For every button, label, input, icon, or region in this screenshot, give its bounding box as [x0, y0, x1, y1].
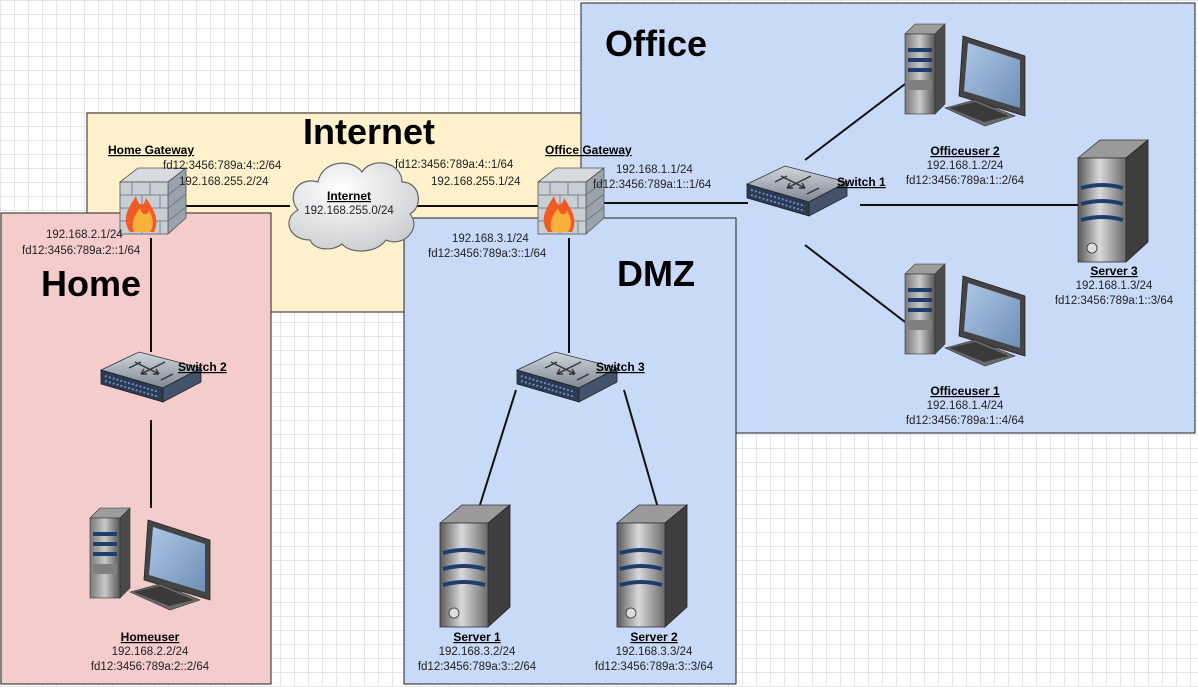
officeuser2-label: Officeuser 2 — [930, 144, 1000, 158]
server1-ipv4: 192.168.3.2/24 — [439, 646, 516, 658]
link-switch1-officeuser2 — [804, 83, 906, 161]
server1-server-icon — [438, 503, 512, 629]
officeuser2-ipv4: 192.168.1.2/24 — [927, 160, 1004, 172]
server2-ipv6: fd12:3456:789a:3::3/64 — [595, 661, 714, 673]
home-gateway-wan-ipv4: 192.168.255.2/24 — [179, 176, 269, 188]
link-switch3-server1 — [478, 389, 517, 509]
home-gateway-lan-ipv6: fd12:3456:789a:2::1/64 — [22, 245, 141, 257]
homeuser-ipv4: 192.168.2.2/24 — [112, 646, 189, 658]
server3-server-icon — [1076, 138, 1150, 264]
link-switch3-server2 — [623, 389, 659, 509]
office-gateway-office-ipv4: 192.168.1.1/24 — [616, 164, 693, 176]
home-gateway-label: Home Gateway — [108, 143, 194, 157]
server1-ipv6: fd12:3456:789a:3::2/64 — [418, 661, 537, 673]
office-gateway-label: Office Gateway — [545, 143, 632, 157]
office-gateway-firewall-icon — [537, 167, 605, 235]
switch3-label: Switch 3 — [596, 360, 645, 374]
internet-zone-title: Internet — [303, 111, 435, 152]
server2-server-icon — [615, 503, 689, 629]
officeuser1-ipv4: 192.168.1.4/24 — [927, 400, 1004, 412]
server3-label: Server 3 — [1090, 264, 1138, 278]
link-switch1-officeuser1 — [804, 244, 906, 323]
internet-cloud-subnet: 192.168.255.0/24 — [304, 205, 394, 217]
home-gateway-wan-ipv6: fd12:3456:789a:4::2/64 — [163, 160, 282, 172]
home-gateway-lan-ipv4: 192.168.2.1/24 — [46, 229, 123, 241]
officeuser1-label: Officeuser 1 — [930, 384, 1000, 398]
home-gateway-firewall-icon — [119, 167, 187, 235]
switch1-label: Switch 1 — [837, 175, 886, 189]
switch2-label: Switch 2 — [178, 360, 227, 374]
server3-ipv4: 192.168.1.3/24 — [1076, 280, 1153, 292]
server2-label: Server 2 — [630, 630, 678, 644]
homeuser-ipv6: fd12:3456:789a:2::2/64 — [91, 661, 210, 673]
office-gateway-office-ipv6: fd12:3456:789a:1::1/64 — [593, 179, 712, 191]
server2-ipv4: 192.168.3.3/24 — [616, 646, 693, 658]
cloud-icon — [288, 162, 419, 252]
office-gateway-dmz-ipv4: 192.168.3.1/24 — [452, 233, 529, 245]
internet-cloud-label: Internet — [327, 189, 371, 203]
office-gateway-wan-ipv6: fd12:3456:789a:4::1/64 — [395, 159, 514, 171]
dmz-zone-title: DMZ — [617, 253, 695, 294]
office-zone-title: Office — [605, 23, 707, 64]
homeuser-label: Homeuser — [121, 630, 180, 644]
office-gateway-wan-ipv4: 192.168.255.1/24 — [431, 176, 521, 188]
server3-ipv6: fd12:3456:789a:1::3/64 — [1055, 295, 1174, 307]
office-gateway-dmz-ipv6: fd12:3456:789a:3::1/64 — [428, 248, 547, 260]
home-zone-title: Home — [41, 263, 141, 304]
officeuser1-ipv6: fd12:3456:789a:1::4/64 — [906, 415, 1025, 427]
officeuser2-ipv6: fd12:3456:789a:1::2/64 — [906, 175, 1025, 187]
server1-label: Server 1 — [453, 630, 501, 644]
